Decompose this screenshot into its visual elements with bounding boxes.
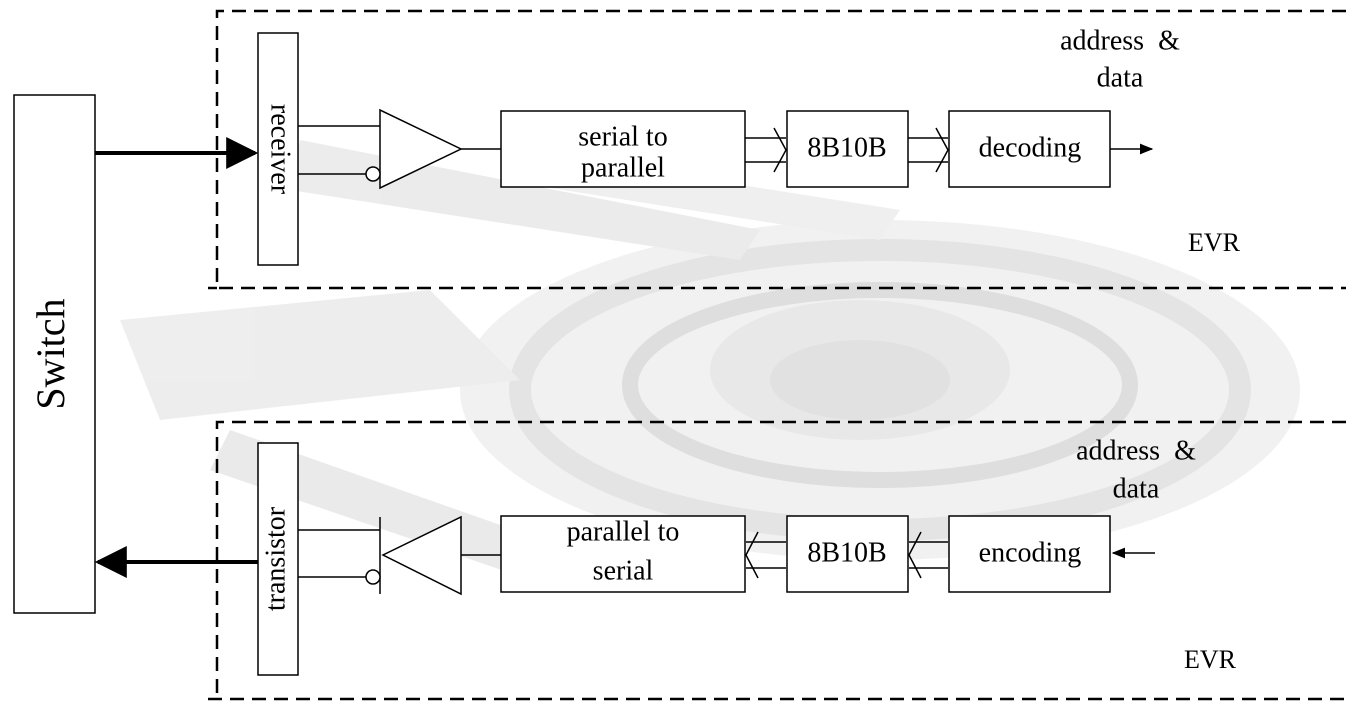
bottom-8b10b-label: 8B10B: [807, 537, 886, 568]
switch-block: Switch: [13, 94, 96, 614]
transistor-block: transistor: [257, 442, 299, 676]
top-address-data-line2: data: [1097, 62, 1144, 93]
top-amplifier-inverter-bubble: [365, 166, 381, 182]
parallel-to-serial-block: parallel to serial: [500, 515, 746, 593]
8b10b-to-decoding-bus: [908, 127, 949, 173]
top-8b10b-label: 8B10B: [807, 132, 886, 163]
top-8b10b-block: 8B10B: [786, 110, 909, 188]
bottom-evr-label: EVR: [1184, 645, 1237, 674]
bottom-region: [208, 420, 1346, 701]
parallel-to-serial-line1: parallel to: [567, 516, 680, 547]
bottom-address-data-line2: data: [1113, 473, 1160, 504]
top-amplifier: [365, 108, 463, 190]
decoding-block: decoding: [948, 110, 1111, 188]
encoding-label: encoding: [979, 537, 1082, 568]
serial-to-8b10b-bus: [745, 127, 787, 173]
encoding-to-8b10b-bus: [908, 531, 948, 579]
decoding-label: decoding: [979, 132, 1082, 163]
top-address-data-line1: address &: [1060, 25, 1180, 56]
bottom-driver-inverter-bubble: [365, 569, 381, 585]
bottom-region-border: [215, 420, 1346, 701]
bottom-8b10b-block: 8B10B: [786, 515, 909, 593]
switch-label: Switch: [28, 298, 73, 409]
top-region: [208, 9, 1346, 290]
encoding-block: encoding: [948, 515, 1111, 593]
serial-to-parallel-line1: serial to: [578, 121, 667, 152]
transistor-label: transistor: [260, 506, 291, 611]
parallel-to-serial-line2: serial: [593, 555, 654, 586]
serial-to-parallel-block: serial to parallel: [500, 110, 746, 188]
receiver-label: receiver: [265, 104, 296, 195]
serial-to-parallel-line2: parallel: [581, 152, 665, 183]
top-region-border: [215, 9, 1346, 290]
bottom-address-data-line1: address &: [1076, 435, 1196, 466]
8b10b-to-parallel-bus: [745, 531, 786, 579]
top-evr-label: EVR: [1188, 228, 1241, 257]
receiver-block: receiver: [257, 32, 299, 266]
